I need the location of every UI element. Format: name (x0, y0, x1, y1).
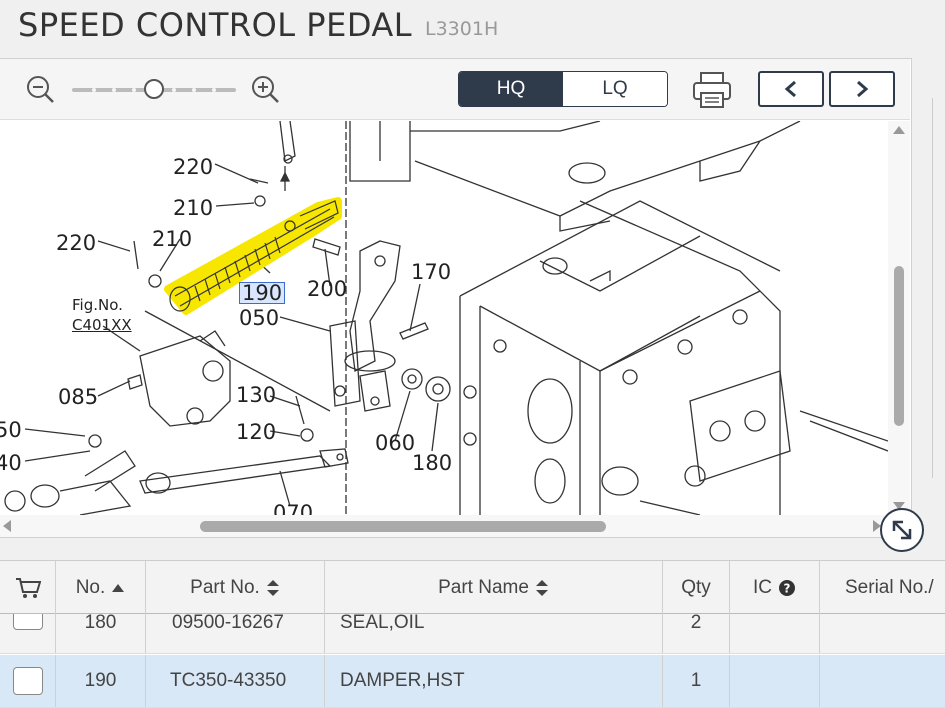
parts-table: No. Part No. Part Name Qty IC ? Serial N… (0, 560, 945, 708)
row-part-no: TC350-43350 (170, 670, 287, 691)
row-part-name: DAMPER,HST (340, 670, 465, 691)
callout-40: 40 (0, 451, 22, 475)
parts-diagram[interactable]: 220 210 220 210 190 200 170 050 Fig.No. … (0, 121, 888, 515)
zoom-slider-thumb[interactable] (144, 79, 164, 99)
row-no: 190 (84, 670, 117, 691)
horizontal-scroll-thumb[interactable] (200, 521, 606, 532)
vertical-scrollbar[interactable] (888, 121, 910, 515)
lq-button[interactable]: LQ (563, 72, 667, 106)
row-part-name: SEAL,OIL (340, 614, 425, 633)
row-part-no: 09500-16267 (172, 614, 284, 633)
zoom-out-icon[interactable] (25, 74, 55, 104)
callout-060: 060 (375, 431, 416, 455)
page-title: SPEED CONTROL PEDAL (18, 6, 413, 44)
part-no-column-header[interactable]: Part No. (146, 561, 325, 615)
row-checkbox[interactable] (12, 667, 43, 695)
callout-210b: 210 (152, 227, 193, 251)
sort-asc-icon (112, 584, 125, 592)
callout-200: 200 (307, 277, 348, 301)
quality-toggle: HQ LQ (458, 71, 668, 107)
callout-170: 170 (411, 260, 452, 284)
chevron-right-icon (857, 80, 869, 98)
callout-180: 180 (412, 451, 453, 475)
callout-220b: 220 (56, 231, 97, 255)
cart-column-header[interactable] (0, 561, 56, 615)
callout-050: 050 (239, 306, 280, 330)
zoom-in-icon[interactable] (250, 74, 280, 104)
ic-column-header: IC ? (730, 561, 820, 615)
page-header: SPEED CONTROL PEDAL L3301H (0, 0, 945, 58)
callout-070: 070 (273, 501, 314, 515)
row-checkbox[interactable] (12, 614, 43, 630)
diagram-viewer: HQ LQ (0, 58, 912, 538)
fig-no-label: Fig.No. (72, 296, 123, 314)
table-header: No. Part No. Part Name Qty IC ? Serial N… (0, 560, 945, 615)
part-name-column-header[interactable]: Part Name (325, 561, 663, 615)
previous-button[interactable] (758, 71, 824, 107)
callout-220a: 220 (173, 155, 214, 179)
table-row[interactable]: 180 09500-16267 SEAL,OIL 2 (0, 614, 945, 654)
no-column-header[interactable]: No. (56, 561, 146, 615)
callout-50: 50 (0, 418, 22, 442)
row-qty: 1 (690, 670, 702, 691)
side-panel (912, 58, 945, 538)
print-icon[interactable] (692, 71, 732, 109)
damper-highlight (164, 197, 342, 315)
horizontal-scrollbar[interactable] (0, 515, 888, 537)
expand-icon (892, 520, 912, 540)
table-row-selected[interactable]: 190 TC350-43350 DAMPER,HST 1 (0, 655, 945, 708)
serial-column-header: Serial No./ (845, 577, 934, 598)
scroll-right-icon (873, 520, 881, 532)
scroll-left-icon (3, 520, 11, 532)
scroll-down-icon (893, 502, 905, 510)
chevron-left-icon (784, 80, 796, 98)
help-icon[interactable]: ? (778, 579, 796, 597)
qty-column-header: Qty (663, 561, 730, 615)
diagram-drawing (4, 121, 888, 515)
sort-icon (266, 580, 279, 596)
vertical-scroll-thumb[interactable] (894, 266, 904, 426)
callout-085: 085 (58, 385, 99, 409)
row-qty: 2 (690, 614, 702, 633)
callout-130: 130 (236, 383, 277, 407)
hq-button[interactable]: HQ (459, 72, 563, 106)
row-no: 180 (84, 614, 117, 633)
model-code: L3301H (425, 18, 499, 40)
svg-text:?: ? (784, 582, 791, 596)
scroll-up-icon (893, 126, 905, 134)
callout-120: 120 (236, 420, 277, 444)
callout-210a: 210 (173, 196, 214, 220)
cart-icon (15, 578, 41, 598)
callout-190[interactable]: 190 (239, 282, 286, 304)
expand-button[interactable] (880, 508, 924, 552)
sort-icon (535, 580, 548, 596)
viewer-toolbar: HQ LQ (0, 59, 910, 120)
next-button[interactable] (829, 71, 895, 107)
fig-reference-link[interactable]: C401XX (72, 316, 132, 334)
